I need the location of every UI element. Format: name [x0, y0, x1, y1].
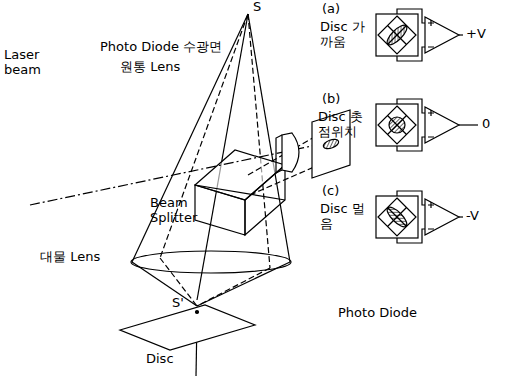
case-label: (a)	[322, 2, 340, 17]
output-label: -V	[466, 209, 479, 224]
point-label: S'	[172, 296, 184, 311]
part-label: 원통 Lens	[120, 60, 180, 75]
output-label: 0	[482, 117, 490, 132]
case-label: Disc 촛점위치	[318, 110, 374, 140]
part-label: Photo Diode	[338, 306, 417, 321]
part-label: Beam Splitter	[150, 196, 194, 226]
case-label: (b)	[322, 92, 340, 107]
output-label: +V	[466, 27, 486, 42]
part-label: Disc	[146, 352, 174, 367]
case-label: Disc 멀음	[320, 202, 372, 232]
case-label: (c)	[322, 184, 339, 199]
beam-label: Laser beam	[4, 48, 52, 78]
part-label: Photo Diode 수광면	[100, 40, 222, 55]
point-label: S	[253, 0, 261, 15]
case-label: Disc 가까움	[320, 20, 372, 50]
part-label: 대물 Lens	[40, 250, 100, 265]
